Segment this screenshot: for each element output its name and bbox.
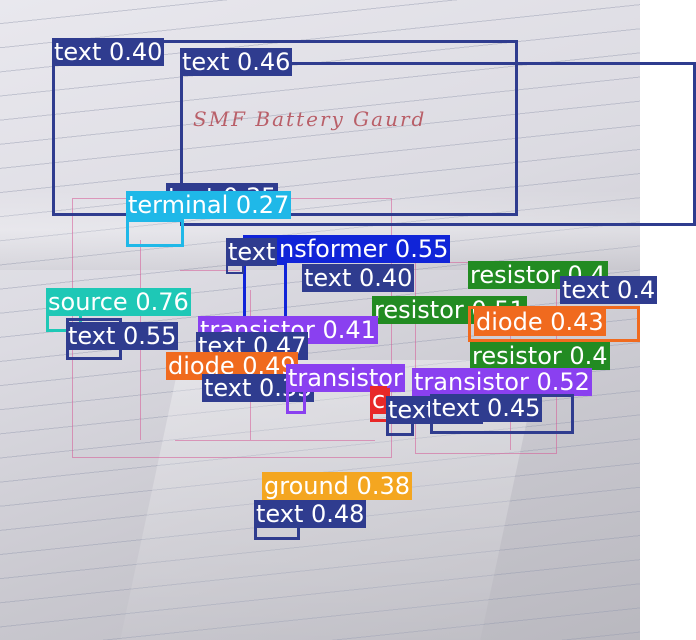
terminal-detection-label: terminal 0.27 xyxy=(126,191,292,219)
schematic-wire xyxy=(175,440,375,441)
source-detection-label: source 0.76 xyxy=(46,288,191,316)
transformer-detection-label: transformer 0.55 xyxy=(243,235,451,263)
diode-detection-box xyxy=(468,306,640,342)
text-detection-label: text 0.4 xyxy=(560,276,658,304)
transformer-detection-box xyxy=(243,262,287,320)
terminal-detection-box xyxy=(126,219,184,247)
handwritten-title: SMF Battery Gaurd xyxy=(193,107,427,131)
resistor-detection-label: resistor 0.4 xyxy=(470,342,610,370)
diode-detection-label: diode 0.43 xyxy=(474,308,606,336)
text-detection-box xyxy=(180,62,696,226)
text-detection-label: text 0.46 xyxy=(180,48,293,76)
transistor-detection-label: transistor 0.52 xyxy=(412,368,592,396)
text-detection-label: text 0.40 xyxy=(302,264,415,292)
text-detection-label: text 0.40 xyxy=(52,38,165,66)
text-detection-label: text xyxy=(226,238,278,266)
ground-detection-label: ground 0.38 xyxy=(262,472,412,500)
text-detection-label: text 0.55 xyxy=(66,322,179,350)
capacitor-detection-label: c xyxy=(370,386,388,414)
text-detection-label: text 0.48 xyxy=(254,500,367,528)
text-detection-label: text 0.45 xyxy=(430,394,543,422)
schematic-wire xyxy=(180,270,240,271)
